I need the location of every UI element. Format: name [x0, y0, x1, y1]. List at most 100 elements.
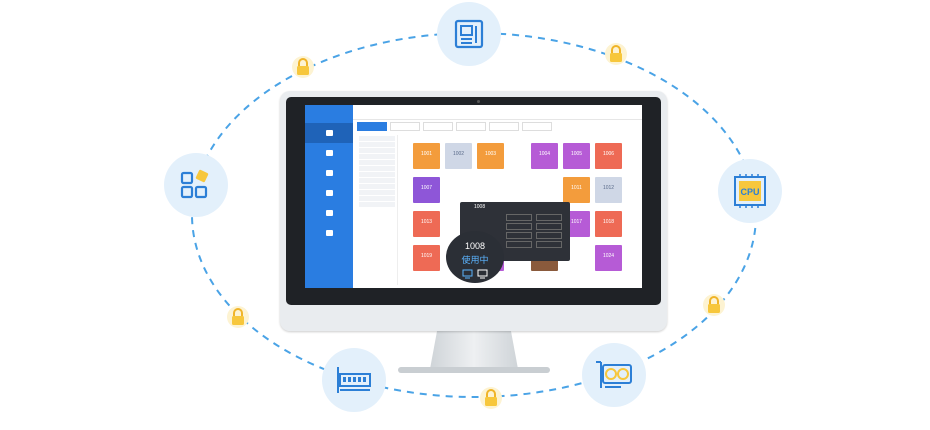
room-number: 1018 [602, 219, 615, 225]
room-tile[interactable]: 1007 [413, 177, 440, 203]
room-tile[interactable]: 1004 [531, 143, 558, 169]
apps-node [164, 153, 228, 217]
popup-action-button[interactable] [536, 241, 562, 248]
room-number: 1011 [571, 185, 582, 191]
room-tile[interactable]: 1003 [477, 143, 504, 169]
bubble-status: 使用中 [461, 255, 489, 265]
user-icon [325, 129, 333, 136]
popup-action-button[interactable] [536, 214, 562, 221]
room-number: 1006 [602, 151, 615, 157]
lock-icon [292, 56, 314, 78]
lock-icon [605, 43, 627, 65]
room-number: 1007 [420, 185, 433, 191]
cpu-label: CPU [740, 187, 759, 197]
tab[interactable] [390, 122, 420, 131]
sidebar-item[interactable] [305, 223, 353, 243]
room-number: 1012 [602, 185, 615, 191]
room-tile[interactable]: 1018 [595, 211, 622, 237]
tab[interactable] [456, 122, 486, 131]
monitor-bezel: 1001 1002 1003 1004 1005 1006 1007 1011 1012 1013… [286, 97, 661, 305]
sidebar-item[interactable] [305, 163, 353, 183]
apps-icon [180, 169, 209, 199]
sidebar-item[interactable] [305, 143, 353, 163]
room-number: 1024 [602, 253, 615, 259]
tab[interactable] [489, 122, 519, 131]
popup-room-number: 1008 [474, 204, 486, 210]
memory-icon [337, 367, 371, 393]
sidebar-item[interactable] [305, 123, 353, 143]
sidebar-item[interactable] [305, 203, 353, 223]
filter-panel [357, 135, 398, 285]
motherboard-icon [454, 19, 484, 49]
filter-row[interactable] [359, 136, 395, 141]
app-tabs [357, 122, 552, 131]
room-tile[interactable]: 1011 [563, 177, 590, 203]
room-number: 1001 [420, 151, 433, 157]
room-tile[interactable]: 1013 [413, 211, 440, 237]
popup-action-button[interactable] [506, 214, 532, 221]
filter-row[interactable] [359, 178, 395, 183]
tab[interactable] [522, 122, 552, 131]
monitor-icon [462, 269, 473, 279]
monitor-chin [280, 305, 667, 331]
filter-row[interactable] [359, 154, 395, 159]
graphics-card-icon [596, 361, 632, 388]
app-logo-area [305, 105, 353, 123]
graphics-card-node [582, 343, 646, 407]
filter-row[interactable] [359, 148, 395, 153]
cpu-node: CPU [718, 159, 782, 223]
sidebar-item[interactable] [305, 183, 353, 203]
room-number: 1003 [484, 151, 497, 157]
tab[interactable] [423, 122, 453, 131]
popup-action-button[interactable] [536, 232, 562, 239]
room-status-bubble: 1008 使用中 [446, 231, 504, 283]
app-topbar [353, 105, 642, 120]
room-tile[interactable]: 1024 [595, 245, 622, 271]
room-tile[interactable]: 1019 [413, 245, 440, 271]
room-number: 1005 [570, 151, 583, 157]
lock-icon [227, 306, 249, 328]
menu-icon [325, 169, 333, 176]
monitor-foot [398, 367, 550, 373]
room-tile[interactable]: 1005 [563, 143, 590, 169]
app-sidebar [305, 105, 353, 288]
camera-dot [477, 100, 480, 103]
filter-row[interactable] [359, 172, 395, 177]
bubble-room-number: 1008 [464, 241, 486, 251]
room-number: 1004 [538, 151, 551, 157]
filter-row[interactable] [359, 190, 395, 195]
menu-icon [325, 189, 333, 196]
filter-row[interactable] [359, 196, 395, 201]
motherboard-node [437, 2, 501, 66]
room-number: 1017 [570, 219, 583, 225]
filter-row[interactable] [359, 184, 395, 189]
popup-action-button[interactable] [536, 223, 562, 230]
monitor: 1001 1002 1003 1004 1005 1006 1007 1011 1012 1013… [280, 91, 667, 331]
popup-action-button[interactable] [506, 241, 532, 248]
room-number: 1002 [452, 151, 465, 157]
bubble-icons [462, 269, 488, 279]
room-tile[interactable]: 1012 [595, 177, 622, 203]
lock-icon [703, 294, 725, 316]
filter-row[interactable] [359, 160, 395, 165]
menu-icon [325, 149, 333, 156]
popup-action-button[interactable] [506, 232, 532, 239]
monitor-icon [477, 269, 488, 279]
popup-action-button[interactable] [506, 223, 532, 230]
room-tile[interactable]: 1002 [445, 143, 472, 169]
filter-row[interactable] [359, 202, 395, 207]
room-number: 1019 [420, 253, 433, 259]
room-tile[interactable]: 1006 [595, 143, 622, 169]
cpu-icon: CPU [734, 174, 766, 208]
filter-row[interactable] [359, 166, 395, 171]
room-number: 1013 [420, 219, 433, 225]
lock-icon [480, 387, 502, 409]
filter-row[interactable] [359, 142, 395, 147]
tab[interactable] [357, 122, 387, 131]
menu-icon [325, 229, 333, 236]
menu-icon [325, 209, 333, 216]
monitor-neck [430, 331, 518, 369]
memory-node [322, 348, 386, 412]
room-tile[interactable]: 1001 [413, 143, 440, 169]
